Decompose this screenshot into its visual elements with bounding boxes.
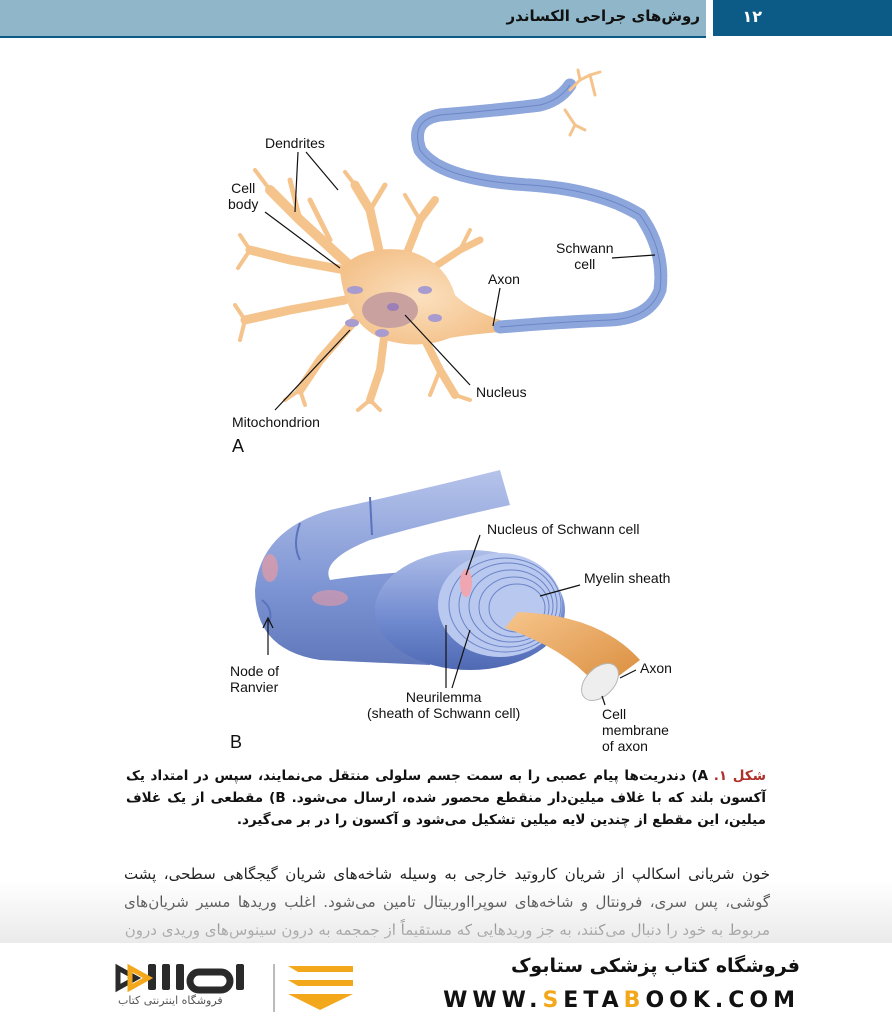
logo-caption: فروشگاه اینترنتی کتاب [118, 994, 223, 1007]
caption-head: شکل ۱. [713, 768, 766, 784]
label-dendrites: Dendrites [265, 135, 325, 151]
url-part: WWW. [443, 988, 543, 1013]
label-nucleus: Nucleus [476, 384, 527, 400]
url-part: ETA [563, 988, 624, 1013]
header-bar [0, 0, 706, 36]
label-nucleus-schwann: Nucleus of Schwann cell [487, 521, 640, 537]
label-axon-a: Axon [488, 271, 520, 287]
store-name: فروشگاه کتاب پزشکی ستابوک [510, 955, 800, 977]
page-number: ۱۲ [742, 7, 762, 26]
caption-text: A) دندریت‌ها پیام عصبی را به سمت جسم سلو… [126, 768, 766, 828]
store-url[interactable]: WWW.SETABOOK.COM [443, 988, 800, 1013]
figure-b-myelin [255, 470, 640, 706]
label-axon-b: Axon [640, 660, 672, 676]
figure-caption: شکل ۱. A) دندریت‌ها پیام عصبی را به سمت … [126, 765, 766, 831]
label-myelin-sheath: Myelin sheath [584, 570, 671, 586]
figure-a-letter: A [232, 436, 245, 456]
figure-b-letter: B [230, 732, 243, 752]
label-mitochondrion: Mitochondrion [232, 414, 320, 430]
url-part: OOK.COM [645, 988, 800, 1013]
figure-a-neuron [233, 68, 668, 412]
label-cell-membrane: Cell membrane of axon [602, 706, 669, 754]
header-underline [0, 36, 706, 38]
label-cell-body: Cell body [228, 180, 259, 212]
header-separator [706, 0, 713, 36]
setabook-logo: فروشگاه اینترنتی کتاب [108, 958, 363, 1018]
url-part-highlight: S [542, 988, 564, 1013]
running-header-title: روش‌های جراحی الکساندر [506, 7, 700, 25]
label-node-ranvier: Node of Ranvier [230, 663, 280, 695]
url-part-highlight: B [623, 988, 646, 1013]
label-schwann-cell: Schwann cell [556, 240, 614, 272]
logo-icon [115, 963, 353, 1012]
header-page-box [713, 0, 892, 36]
label-neurilemma: Neurilemma (sheath of Schwann cell) [367, 689, 521, 721]
page-fade [0, 880, 892, 945]
